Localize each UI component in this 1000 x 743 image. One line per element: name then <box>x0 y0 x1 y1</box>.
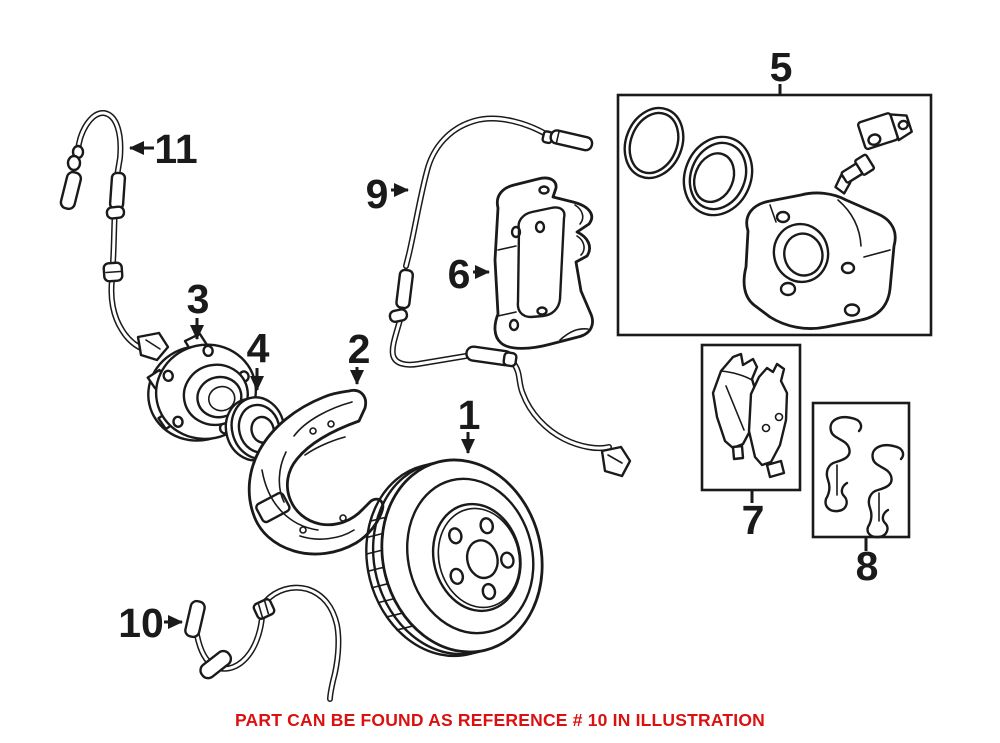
part-6-carrier-bracket-art <box>493 176 594 350</box>
part-label-6: 6 <box>448 251 471 297</box>
part-5-caliper-kit-art <box>616 93 933 337</box>
part-7-brake-pads-art <box>700 343 802 492</box>
part-label-9: 9 <box>366 171 389 217</box>
part-10-speed-sensor-art <box>184 584 342 702</box>
part-8-retaining-clips-art <box>811 401 911 539</box>
kit-box-5 <box>616 93 933 337</box>
part-label-4: 4 <box>247 325 270 371</box>
part-label-10: 10 <box>118 600 164 646</box>
part-label-8: 8 <box>856 543 879 589</box>
part-label-7: 7 <box>742 497 765 543</box>
callout-arrows <box>129 84 868 629</box>
part-label-1: 1 <box>458 392 481 438</box>
part-label-11: 11 <box>154 126 197 172</box>
part-labels: 1 2 3 4 5 6 7 8 9 10 11 <box>118 44 878 646</box>
part-9-wear-sensor-art <box>388 115 632 478</box>
reference-caption: PART CAN BE FOUND AS REFERENCE # 10 IN I… <box>234 710 766 730</box>
part-label-3: 3 <box>187 276 210 322</box>
part-label-5: 5 <box>770 44 793 90</box>
part-1-brake-disc-art <box>365 458 544 658</box>
kit-box-8 <box>811 401 911 539</box>
part-label-2: 2 <box>348 326 371 372</box>
part-2-dust-shield-art <box>247 388 385 556</box>
part-11-abs-sensor-wire-art <box>59 110 170 362</box>
